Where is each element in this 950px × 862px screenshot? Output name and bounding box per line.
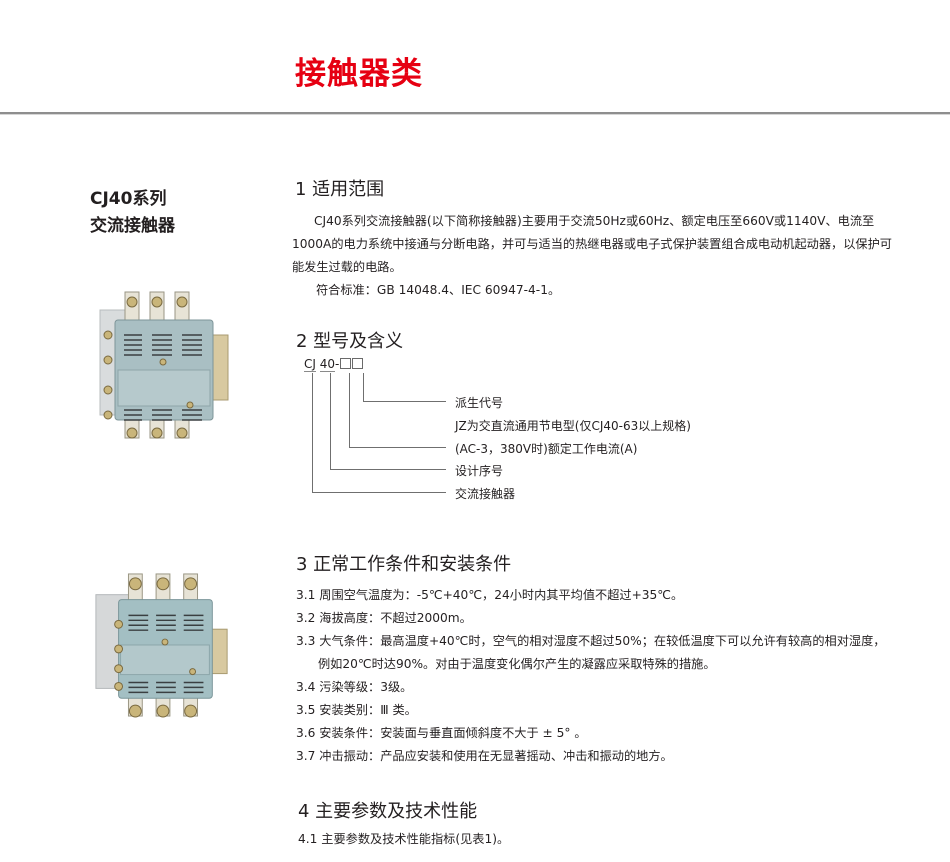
section-1-standard: 符合标准：GB 14048.4、IEC 60947-4-1。 xyxy=(316,283,561,297)
diagram-label-ac-contactor: 交流接触器 xyxy=(455,487,516,501)
connector-line xyxy=(312,492,446,493)
section-4-title: 4 主要参数及技术性能 xyxy=(298,801,478,822)
model-code: CJ 40- xyxy=(304,357,364,372)
model-placeholder-box-1 xyxy=(340,358,352,369)
diagram-label-derivative-code: 派生代号 xyxy=(455,396,504,410)
condition-item: 3.1 周围空气温度为：-5℃+40℃，24小时内其平均值不超过+35℃。 xyxy=(296,588,684,602)
product-name: 交流接触器 xyxy=(90,216,175,236)
condition-item: 3.3 大气条件：最高温度+40℃时，空气的相对湿度不超过50%；在较低温度下可… xyxy=(296,634,886,671)
model-number: 40 xyxy=(319,357,336,372)
model-prefix: CJ xyxy=(304,357,316,372)
connector-line xyxy=(349,373,350,448)
condition-item: 3.2 海拔高度：不超过2000m。 xyxy=(296,611,472,625)
diagram-label-design-number: 设计序号 xyxy=(455,464,504,478)
product-heading: CJ40系列 交流接触器 xyxy=(90,186,175,240)
conditions-list: 3.1 周围空气温度为：-5℃+40℃，24小时内其平均值不超过+35℃。 3.… xyxy=(296,584,896,768)
product-series: CJ40系列 xyxy=(90,189,167,209)
page-title: 接触器类 xyxy=(295,56,423,92)
section-2-title: 2 型号及含义 xyxy=(296,331,404,352)
condition-item: 3.4 污染等级：3级。 xyxy=(296,680,413,694)
connector-line xyxy=(330,373,331,470)
connector-line xyxy=(363,401,446,402)
diagram-label-jz-type: JZ为交直流通用节电型(仅CJ40-63以上规格) xyxy=(455,419,691,433)
section-3-title: 3 正常工作条件和安装条件 xyxy=(296,554,512,575)
product-image-contactor-front xyxy=(99,291,229,439)
model-dash: - xyxy=(335,357,340,371)
title-divider xyxy=(0,112,950,115)
model-placeholder-box-2 xyxy=(352,358,364,369)
connector-line xyxy=(330,469,446,470)
condition-item: 3.6 安装条件：安装面与垂直面倾斜度不大于 ± 5° 。 xyxy=(296,726,587,740)
section-4-paragraph: 4.1 主要参数及技术性能指标(见表1)。 xyxy=(298,832,510,846)
section-1-paragraph: CJ40系列交流接触器(以下简称接触器)主要用于交流50Hz或60Hz、额定电压… xyxy=(292,214,892,274)
product-image-contactor-angled xyxy=(95,573,228,718)
section-1-title: 1 适用范围 xyxy=(295,179,385,200)
condition-item: 3.5 安装类别：Ⅲ 类。 xyxy=(296,703,417,717)
connector-line xyxy=(349,447,446,448)
connector-line xyxy=(312,373,313,493)
connector-line xyxy=(363,373,364,402)
condition-item: 3.7 冲击振动：产品应安装和使用在无显著摇动、冲击和振动的地方。 xyxy=(296,749,673,763)
diagram-label-rated-current: (AC-3，380V时)额定工作电流(A) xyxy=(455,442,638,456)
